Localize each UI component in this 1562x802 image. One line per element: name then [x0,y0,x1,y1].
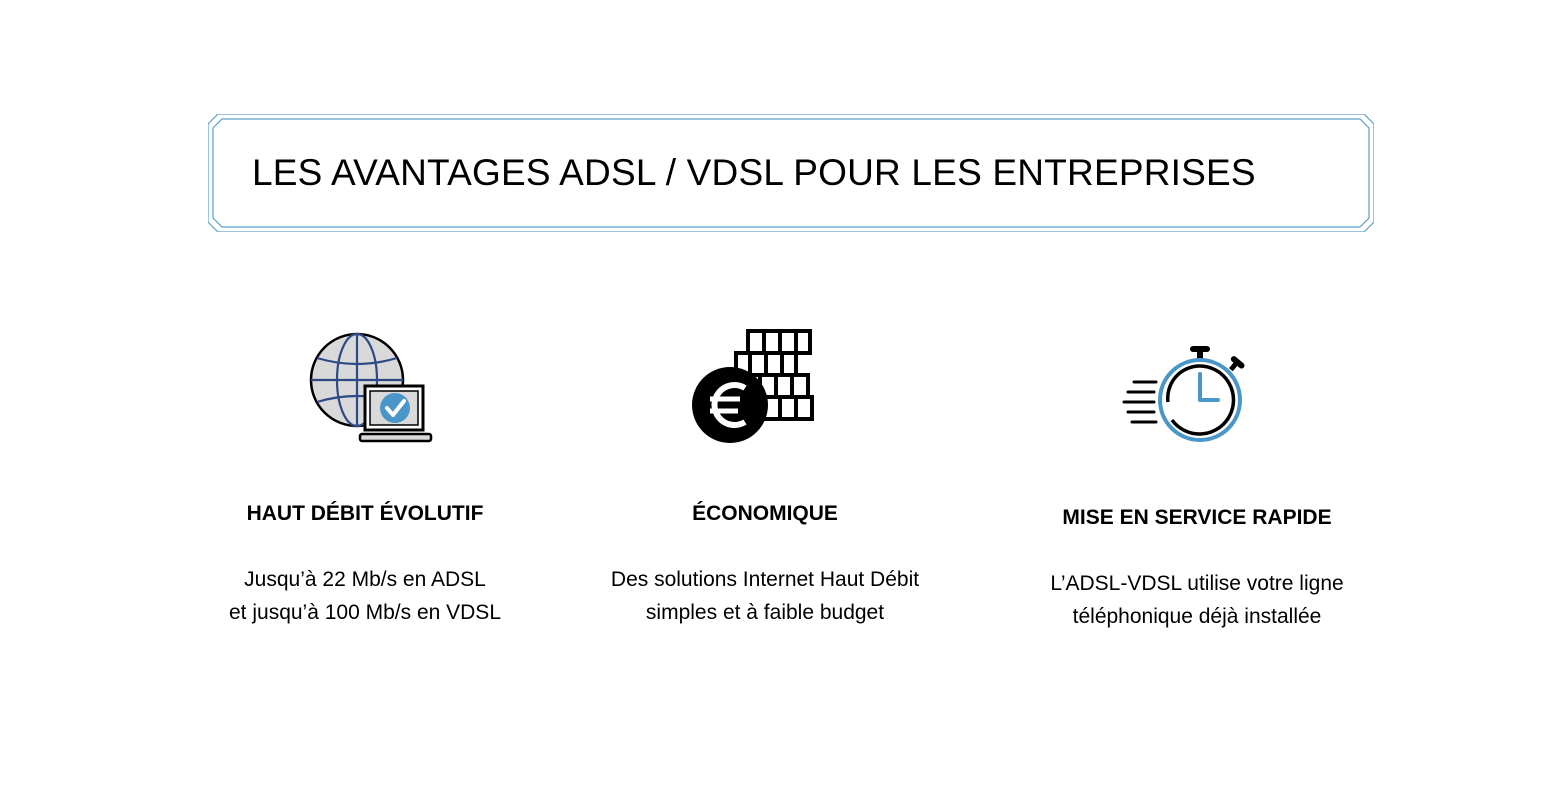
feature-description: Jusqu’à 22 Mb/s en ADSL et jusqu’à 100 M… [190,563,540,629]
feature-economic: ÉCONOMIQUE Des solutions Internet Haut D… [580,320,950,640]
feature-description: L’ADSL-VDSL utilise votre ligne téléphon… [1012,567,1382,633]
page-title: LES AVANTAGES ADSL / VDSL POUR LES ENTRE… [252,152,1256,193]
feature-desc-line: et jusqu’à 100 Mb/s en VDSL [229,601,501,624]
title-banner: LES AVANTAGES ADSL / VDSL POUR LES ENTRE… [208,114,1374,232]
globe-laptop-check-icon [309,332,433,443]
feature-title: HAUT DÉBIT ÉVOLUTIF [246,502,484,525]
feature-desc-line: simples et à faible budget [645,601,885,624]
stopwatch-speed-icon [1122,346,1245,442]
feature-desc-line: téléphonique déjà installée [1072,605,1322,628]
feature-title: ÉCONOMIQUE [692,502,838,525]
feature-desc-line: L’ADSL-VDSL utilise votre ligne [1050,572,1344,595]
banner-frame [208,114,1374,232]
feature-high-speed: HAUT DÉBIT ÉVOLUTIF Jusqu’à 22 Mb/s en A… [190,320,540,640]
feature-description: Des solutions Internet Haut Débit simple… [580,563,950,629]
feature-quick-setup: MISE EN SERVICE RAPIDE L’ADSL-VDSL utili… [1012,320,1382,640]
euro-coin-stack-icon [692,329,814,443]
feature-title: MISE EN SERVICE RAPIDE [1062,506,1332,529]
feature-desc-line: Des solutions Internet Haut Débit [610,568,920,591]
feature-desc-line: Jusqu’à 22 Mb/s en ADSL [244,568,486,591]
